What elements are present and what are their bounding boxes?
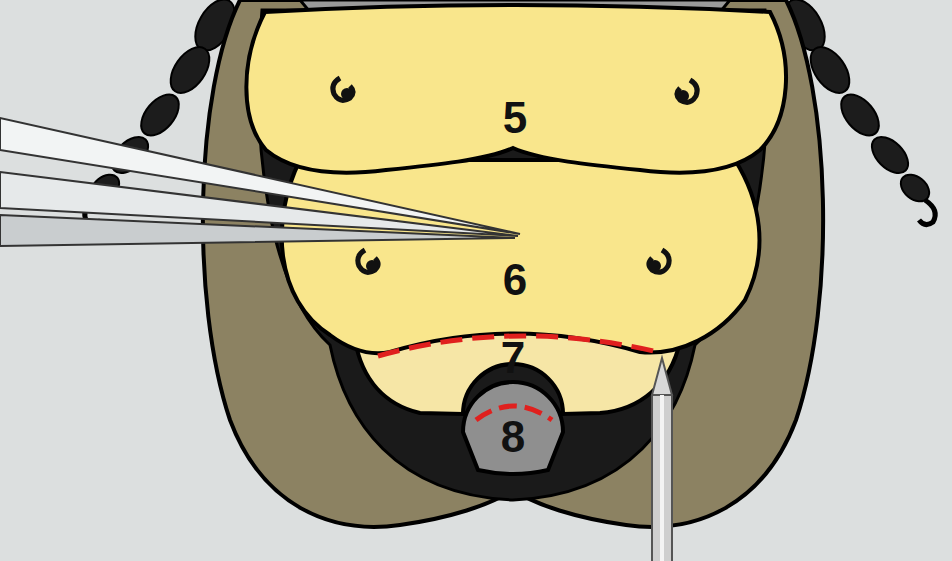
sternite-8 [463, 382, 563, 474]
spiracles [333, 78, 697, 272]
forceps [0, 118, 520, 246]
callout-number: 5 [503, 96, 527, 140]
callout-number: 6 [503, 258, 527, 302]
sternite-5 [246, 5, 786, 173]
spiracle-dots [341, 88, 689, 272]
callout-number: 8 [501, 415, 525, 459]
pin [652, 358, 672, 561]
sternite-6 [282, 160, 760, 353]
callout-number: 7 [501, 336, 525, 380]
